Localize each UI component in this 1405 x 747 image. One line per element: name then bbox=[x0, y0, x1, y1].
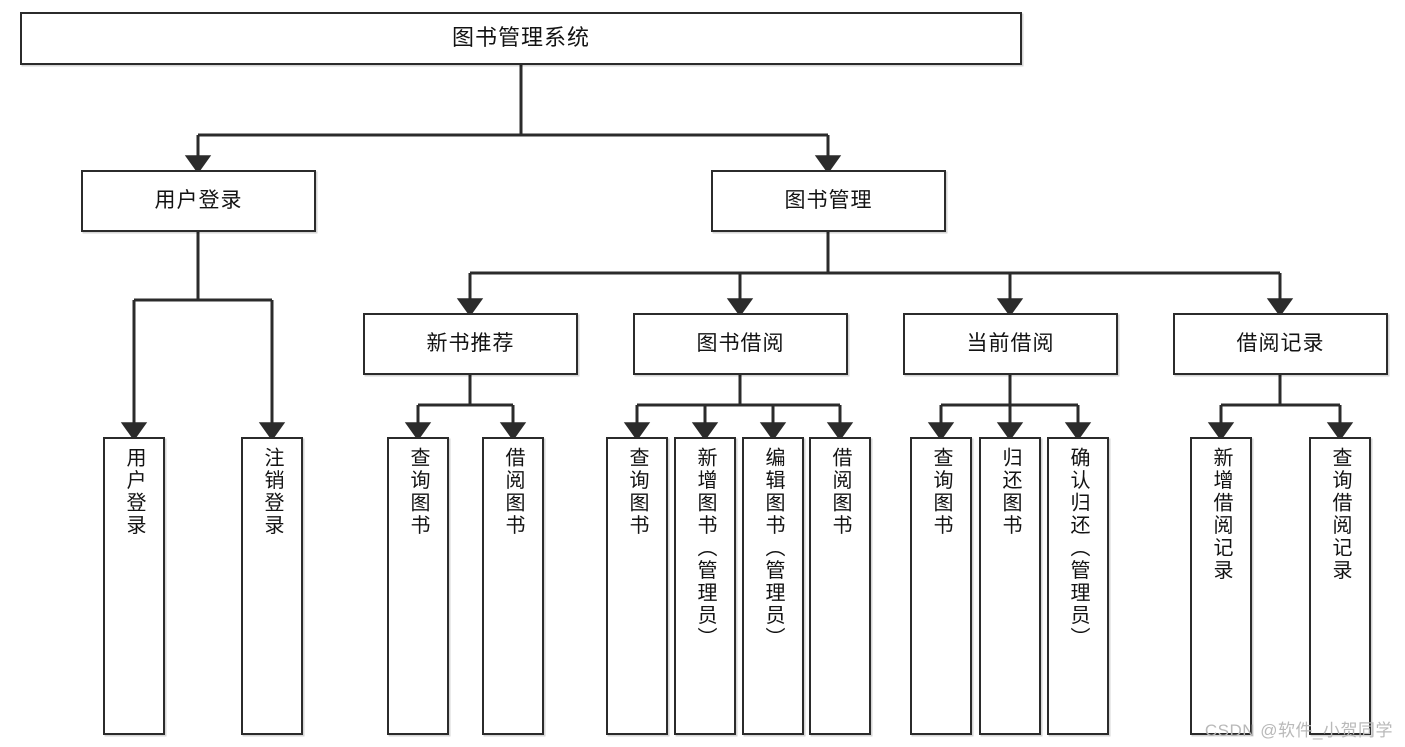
leaf-current-borrow-confirm-return-admin[interactable]: 确认归还（管理员） bbox=[1047, 437, 1109, 735]
leaf-book-borrow-edit-book-admin[interactable]: 编辑图书（管理员） bbox=[742, 437, 804, 735]
node-label: 归还图书 bbox=[999, 447, 1021, 537]
node-root-book-management-system[interactable]: 图书管理系统 bbox=[20, 12, 1022, 65]
leaf-borrow-record-add-record[interactable]: 新增借阅记录 bbox=[1190, 437, 1252, 735]
node-label: 查询图书 bbox=[407, 447, 429, 537]
leaf-new-book-query-book[interactable]: 查询图书 bbox=[387, 437, 449, 735]
node-user-login[interactable]: 用户登录 bbox=[81, 170, 316, 232]
node-label: 图书管理 bbox=[784, 189, 873, 213]
leaf-book-borrow-query-book[interactable]: 查询图书 bbox=[606, 437, 668, 735]
node-label: 新增借阅记录 bbox=[1210, 447, 1232, 582]
node-label: 借阅记录 bbox=[1236, 332, 1325, 356]
leaf-current-borrow-return-book[interactable]: 归还图书 bbox=[979, 437, 1041, 735]
leaf-current-borrow-query-book[interactable]: 查询图书 bbox=[910, 437, 972, 735]
leaf-new-book-borrow-book[interactable]: 借阅图书 bbox=[482, 437, 544, 735]
node-book-management[interactable]: 图书管理 bbox=[711, 170, 946, 232]
leaf-user-login-logout[interactable]: 注销登录 bbox=[241, 437, 303, 735]
leaf-user-login-login[interactable]: 用户登录 bbox=[103, 437, 165, 735]
node-label: 查询图书 bbox=[930, 447, 952, 537]
node-label: 借阅图书 bbox=[829, 447, 851, 537]
node-label: 用户登录 bbox=[123, 447, 145, 537]
node-label: 当前借阅 bbox=[966, 332, 1055, 356]
node-label: 图书管理系统 bbox=[451, 25, 590, 51]
leaf-book-borrow-borrow-book[interactable]: 借阅图书 bbox=[809, 437, 871, 735]
leaf-borrow-record-query-record[interactable]: 查询借阅记录 bbox=[1309, 437, 1371, 735]
node-book-borrow[interactable]: 图书借阅 bbox=[633, 313, 848, 375]
node-label: 注销登录 bbox=[261, 447, 283, 537]
node-label: 图书借阅 bbox=[696, 332, 785, 356]
node-label: 借阅图书 bbox=[502, 447, 524, 537]
watermark-text: CSDN @软件_小贺同学 bbox=[1204, 721, 1393, 740]
node-new-book-recommend[interactable]: 新书推荐 bbox=[363, 313, 578, 375]
node-label: 用户登录 bbox=[154, 189, 243, 213]
node-label: 编辑图书（管理员） bbox=[762, 447, 784, 650]
leaf-book-borrow-add-book-admin[interactable]: 新增图书（管理员） bbox=[674, 437, 736, 735]
node-label: 查询图书 bbox=[626, 447, 648, 537]
node-label: 查询借阅记录 bbox=[1329, 447, 1351, 582]
node-label: 确认归还（管理员） bbox=[1067, 447, 1089, 650]
node-borrow-record[interactable]: 借阅记录 bbox=[1173, 313, 1388, 375]
node-label: 新书推荐 bbox=[426, 332, 515, 356]
node-current-borrow[interactable]: 当前借阅 bbox=[903, 313, 1118, 375]
node-label: 新增图书（管理员） bbox=[694, 447, 716, 650]
